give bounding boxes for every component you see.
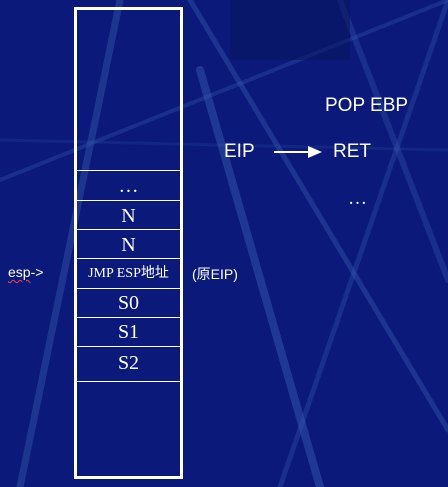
- ret-instruction: RET: [333, 141, 371, 162]
- stack-frame: [74, 7, 183, 479]
- eip-label: EIP: [224, 141, 255, 162]
- stack-cell-n1: N: [74, 200, 183, 229]
- esp-register-label: esp: [8, 264, 31, 280]
- stack-cell-s2: S2: [74, 346, 183, 382]
- stack-cell-s0: S0: [74, 288, 183, 317]
- stack-cell-ellipsis: …: [74, 170, 183, 200]
- pop-ebp-instruction: POP EBP: [325, 95, 409, 116]
- eip-arrow: [274, 146, 322, 158]
- original-eip-annotation: (原EIP): [192, 266, 238, 282]
- stack-cell-s1: S1: [74, 317, 183, 346]
- stack-cell-n2: N: [74, 229, 183, 258]
- pointer-arrow: ->: [30, 264, 44, 280]
- esp-pointer-label: esp->: [8, 264, 43, 280]
- code-ellipsis: …: [348, 188, 367, 209]
- stack-cell-jmp-esp-address: JMP ESP地址: [74, 258, 183, 288]
